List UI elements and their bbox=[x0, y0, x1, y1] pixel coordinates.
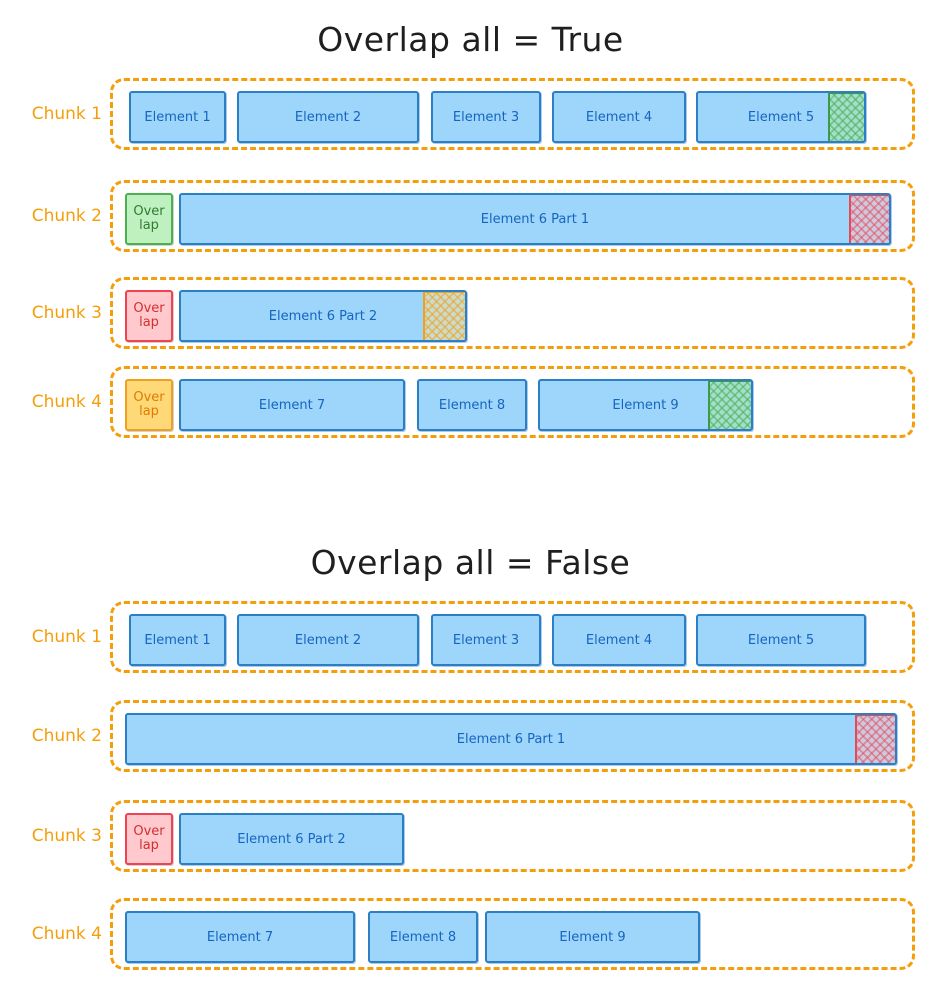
chunk-label-2: Chunk 2 bbox=[31, 206, 102, 226]
chunk-row: Chunk 2 Element 6 Part 1 bbox=[0, 700, 941, 772]
overlap-word-bottom: lap bbox=[139, 315, 159, 330]
chunk-label-1: Chunk 1 bbox=[31, 104, 102, 124]
hatched-overlap-region bbox=[708, 381, 751, 429]
chunk-label-3: Chunk 3 bbox=[31, 303, 102, 323]
element-box: Element 6 Part 2 bbox=[179, 813, 404, 865]
hatched-overlap-region bbox=[855, 715, 895, 763]
element-label: Element 9 bbox=[612, 397, 679, 413]
element-label: Element 4 bbox=[585, 632, 653, 648]
chunk-label-4: Chunk 4 bbox=[31, 924, 102, 944]
element-label: Element 3 bbox=[452, 632, 520, 648]
element-label: Element 3 bbox=[452, 109, 520, 125]
chunk-container: Element 1 Element 2 Element 3 Element 4 Elem… bbox=[110, 78, 915, 150]
element-label: Element 8 bbox=[389, 929, 457, 945]
element-box: Element 6 Part 2 bbox=[179, 290, 467, 342]
element-label: Element 9 bbox=[559, 929, 626, 945]
overlap-word-top: Over bbox=[133, 824, 165, 840]
element-label: Element 7 bbox=[258, 397, 326, 413]
element-box: Element 9 bbox=[538, 379, 753, 431]
overlap-word-top: Over bbox=[133, 390, 165, 406]
element-box: Element 3 bbox=[431, 91, 541, 143]
element-box: Element 5 bbox=[696, 614, 866, 666]
chunk-label-1: Chunk 1 bbox=[31, 627, 102, 647]
chunk-label-3: Chunk 3 bbox=[31, 826, 102, 846]
element-box: Element 1 bbox=[129, 91, 226, 143]
overlap-word-bottom: lap bbox=[139, 404, 159, 419]
chunk-label-2: Chunk 2 bbox=[31, 726, 102, 746]
element-box: Element 4 bbox=[552, 91, 686, 143]
section-title-2: Overlap all = False bbox=[310, 543, 631, 582]
element-box: Element 6 Part 1 bbox=[179, 193, 891, 245]
element-box: Element 1 bbox=[129, 614, 226, 666]
element-label: Element 5 bbox=[747, 632, 815, 648]
element-label: Element 6 Part 1 bbox=[456, 731, 566, 747]
section-title-1: Overlap all = True bbox=[317, 20, 624, 59]
overlap-word-top: Over bbox=[133, 301, 165, 317]
chunk-label-4: Chunk 4 bbox=[31, 392, 102, 412]
element-label: Element 1 bbox=[144, 632, 211, 648]
hatched-overlap-region bbox=[849, 195, 889, 243]
element-label: Element 1 bbox=[144, 109, 211, 125]
element-label: Element 6 Part 2 bbox=[237, 831, 346, 847]
element-label: Element 2 bbox=[294, 109, 362, 125]
element-box: Element 8 bbox=[417, 379, 527, 431]
element-box: Element 3 bbox=[431, 614, 541, 666]
element-box: Element 2 bbox=[237, 614, 419, 666]
overlap-word-bottom: lap bbox=[139, 838, 159, 853]
overlap-word-bottom: lap bbox=[139, 218, 159, 233]
element-label: Element 8 bbox=[438, 397, 506, 413]
element-label: Element 6 Part 2 bbox=[268, 308, 378, 324]
element-label: Element 6 Part 1 bbox=[480, 211, 590, 227]
chunk-row: Chunk 4 Element 7 Element 8 Element 9 bbox=[0, 898, 941, 970]
element-box: Element 7 bbox=[125, 911, 355, 963]
element-box: Element 6 Part 1 bbox=[125, 713, 897, 765]
element-box: Element 8 bbox=[368, 911, 478, 963]
element-label: Element 4 bbox=[585, 109, 653, 125]
overlap-word-top: Over bbox=[133, 204, 165, 220]
chunk-container: Element 6 Part 1 bbox=[110, 700, 915, 772]
chunk-container: Element 1 Element 2 Element 3 Element 4 Elem… bbox=[110, 601, 915, 673]
element-box: Element 2 bbox=[237, 91, 419, 143]
chunk-container: Element 7 Element 8 Element 9 bbox=[110, 898, 915, 970]
element-label: Element 5 bbox=[747, 109, 815, 125]
element-box: Element 9 bbox=[485, 911, 700, 963]
element-box: Element 7 bbox=[179, 379, 405, 431]
element-box: Element 4 bbox=[552, 614, 686, 666]
element-label: Element 2 bbox=[294, 632, 362, 648]
hatched-overlap-region bbox=[828, 93, 864, 141]
element-label: Element 7 bbox=[206, 929, 274, 945]
hatched-overlap-region bbox=[423, 292, 465, 340]
element-box: Element 5 bbox=[696, 91, 866, 143]
